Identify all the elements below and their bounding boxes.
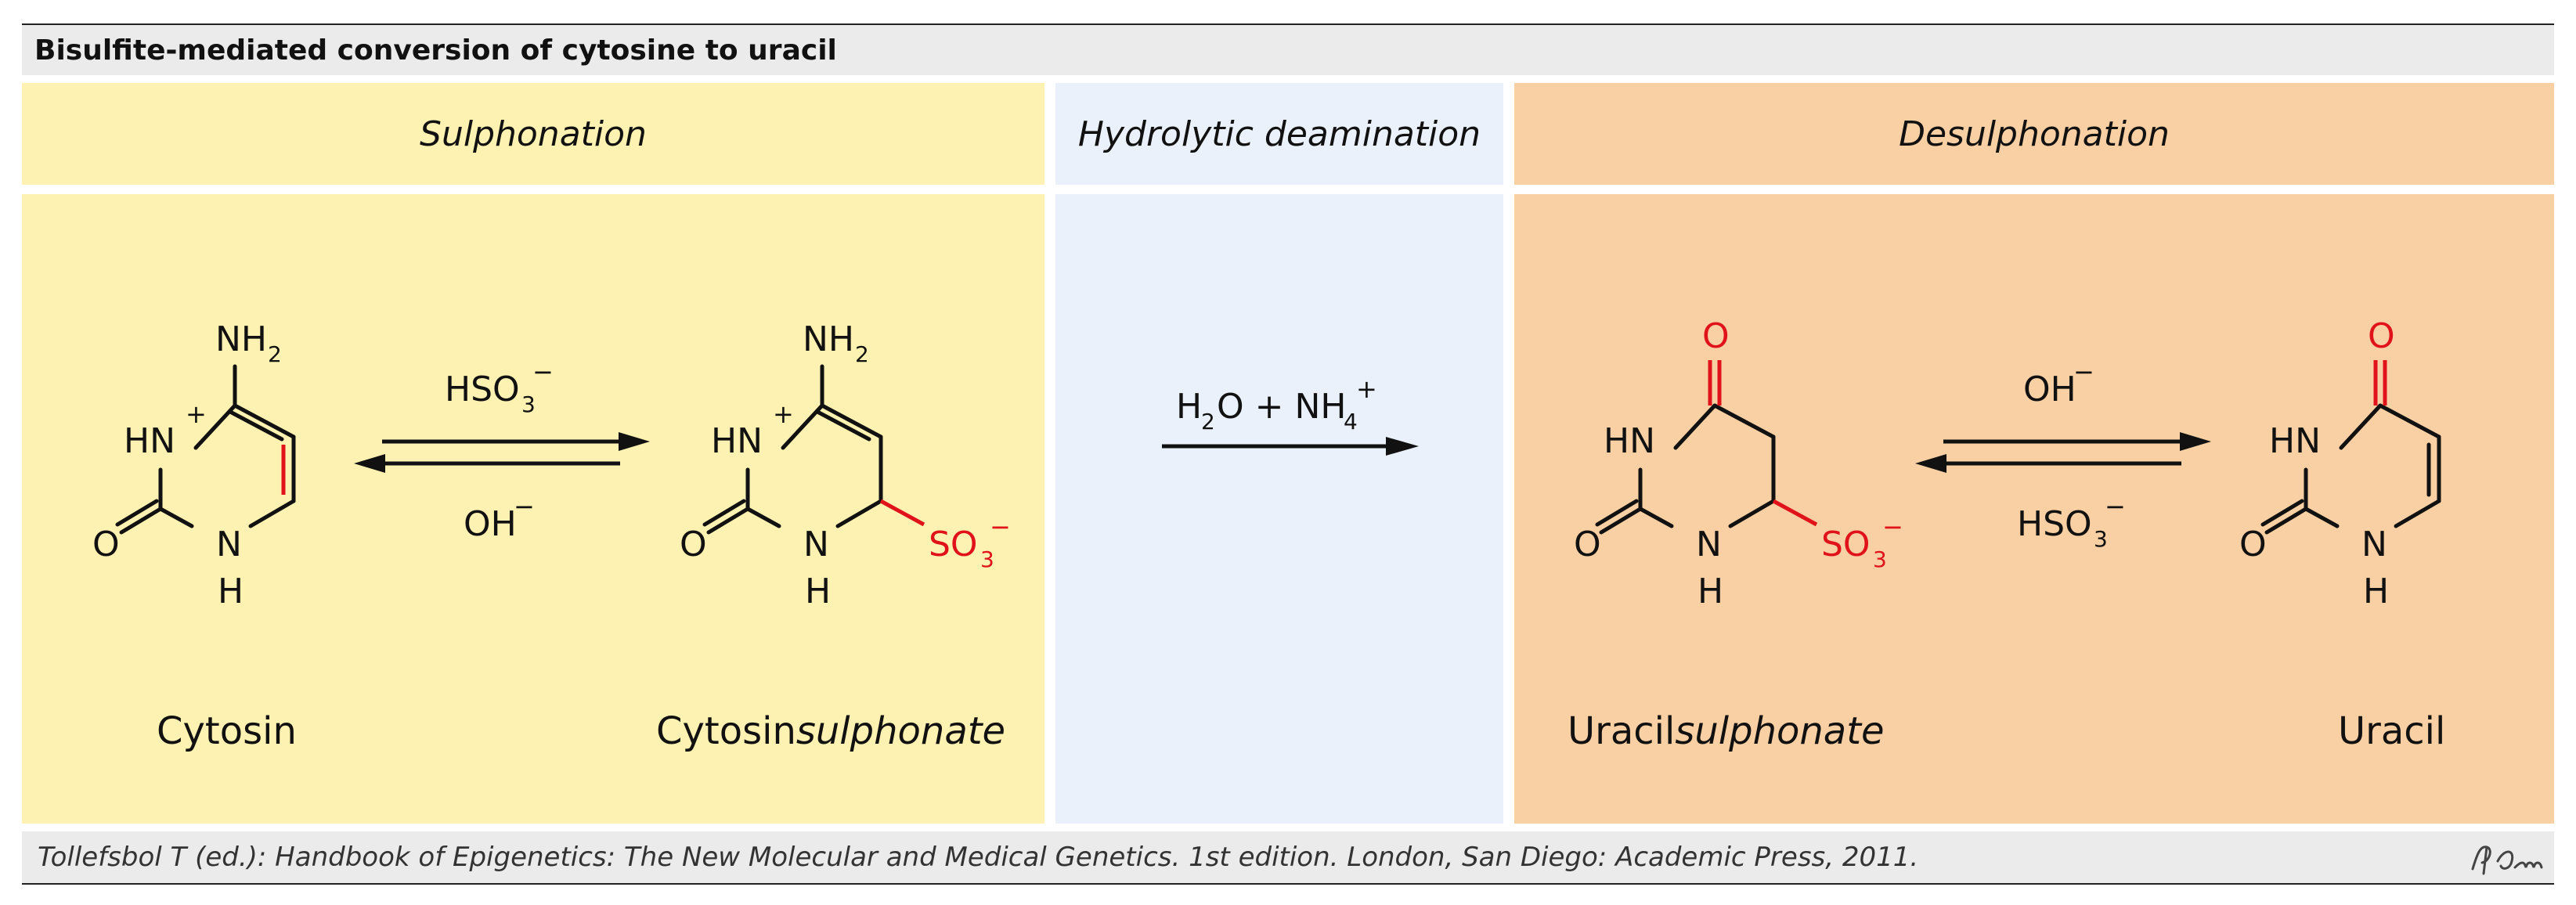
uracilsulphonate-o: O: [1574, 525, 1601, 564]
cytosinsulphonate-highlight-bond: [879, 499, 925, 527]
uracil-h: H: [2363, 571, 2389, 611]
cytosinsulphonate-so3-charge: −: [990, 512, 1011, 542]
uracilsulphonate-o-top: O: [1702, 316, 1730, 356]
reagent-hso3-charge-1: −: [532, 357, 554, 387]
cytosinsulphonate-structure: [702, 364, 883, 535]
cytosin-hn: HN: [124, 421, 175, 461]
hydrolysis-panel: [1055, 194, 1503, 824]
desulphonation-panel: [1514, 194, 2554, 824]
uracilsulphonate-so3-subscript: 3: [1873, 546, 1887, 572]
reagent-oh-bottom-1: OH: [464, 504, 517, 544]
reagent-oh-top-2: OH: [2023, 370, 2076, 409]
section-heading-desulphonation: Desulphonation: [1899, 114, 2170, 154]
cytosin-h: H: [218, 571, 244, 611]
reagent-hso3-top-1: HSO: [445, 370, 520, 409]
section-heading-sulphonation: Sulphonation: [420, 114, 647, 154]
sulphonation-header-panel: [22, 83, 1044, 185]
cytosin-structure: [115, 364, 296, 535]
cytosinsulphonate-nh2: NH: [803, 319, 854, 359]
footer-bar: [22, 831, 2554, 883]
uracilsulphonate-structure: [1595, 403, 1776, 535]
signature-icon: [2471, 846, 2543, 875]
uracilsulphonate-n: N: [1696, 525, 1722, 564]
cytosinsulphonate-plus: +: [773, 399, 794, 429]
reagent-hso3-sub-1: 3: [521, 391, 536, 417]
hydrolysis-o-nh: O + NH: [1217, 387, 1346, 427]
reagent-oh-charge-2: −: [2073, 357, 2094, 387]
cytosinsulphonate-o: O: [680, 525, 707, 564]
desulphonation-header-panel: [1514, 83, 2554, 185]
hydrolysis-nh4-subscript: 4: [1344, 409, 1358, 434]
cytosinsulphonate-hn: HN: [711, 421, 763, 461]
uracilsulphonate-label: Uracilsulphonate: [1568, 709, 1885, 753]
figure-title: Bisulfite-mediated conversion of cytosin…: [34, 34, 837, 67]
section-heading-hydrolytic-deamination: Hydrolytic deamination: [1077, 114, 1481, 154]
hydrolysis-h2-subscript: 2: [1201, 409, 1215, 434]
bottom-rule: [22, 883, 2554, 885]
cytosin-n: N: [216, 525, 242, 564]
title-bar: [22, 25, 2554, 75]
uracilsulphonate-h: H: [1697, 571, 1723, 611]
uracil-label: Uracil: [2338, 709, 2445, 753]
reagent-oh-charge-1: −: [514, 492, 535, 521]
equilibrium-arrows-1: [354, 432, 650, 473]
uracil-structure: [2260, 403, 2441, 535]
equilibrium-arrows-2: [1915, 432, 2211, 473]
cytosin-label: Cytosin: [157, 709, 297, 753]
reagent-hso3-charge-2: −: [2105, 492, 2126, 521]
hydrolysis-h: H: [1176, 387, 1202, 427]
hydrolysis-header-panel: [1055, 83, 1503, 185]
cytosinsulphonate-label: Cytosinsulphonate: [656, 709, 1005, 753]
cytosinsulphonate-nh2-subscript: 2: [855, 341, 869, 367]
reagent-hso3-sub-2: 3: [2094, 526, 2108, 552]
hydrolysis-charge: +: [1356, 374, 1377, 404]
uracil-o: O: [2239, 525, 2267, 564]
citation: Tollefsbol T (ed.): Handbook of Epigenet…: [38, 842, 1919, 873]
uracilsulphonate-hn: HN: [1604, 421, 1655, 461]
uracilsulphonate-so3: SO: [1821, 525, 1871, 564]
cytosin-nh2: NH: [215, 319, 267, 359]
cytosinsulphonate-h: H: [805, 571, 831, 611]
reagent-hso3-bottom-2: HSO: [2017, 504, 2092, 544]
cytosinsulphonate-so3-subscript: 3: [980, 546, 994, 572]
uracil-n: N: [2361, 525, 2387, 564]
cytosin-nh2-subscript: 2: [268, 341, 282, 367]
cytosinsulphonate-so3: SO: [929, 525, 978, 564]
uracil-o-top: O: [2368, 316, 2395, 356]
hydrolysis-arrowhead: [1386, 437, 1419, 456]
uracilsulphonate-so3-charge: −: [1882, 512, 1903, 542]
cytosin-plus: +: [186, 399, 207, 429]
cytosinsulphonate-n: N: [803, 525, 829, 564]
cytosin-o: O: [92, 525, 120, 564]
top-rule: [22, 23, 2554, 25]
sulphonation-panel: [22, 194, 1044, 824]
uracil-hn: HN: [2269, 421, 2321, 461]
uracilsulphonate-highlight-bond: [1772, 499, 1818, 527]
